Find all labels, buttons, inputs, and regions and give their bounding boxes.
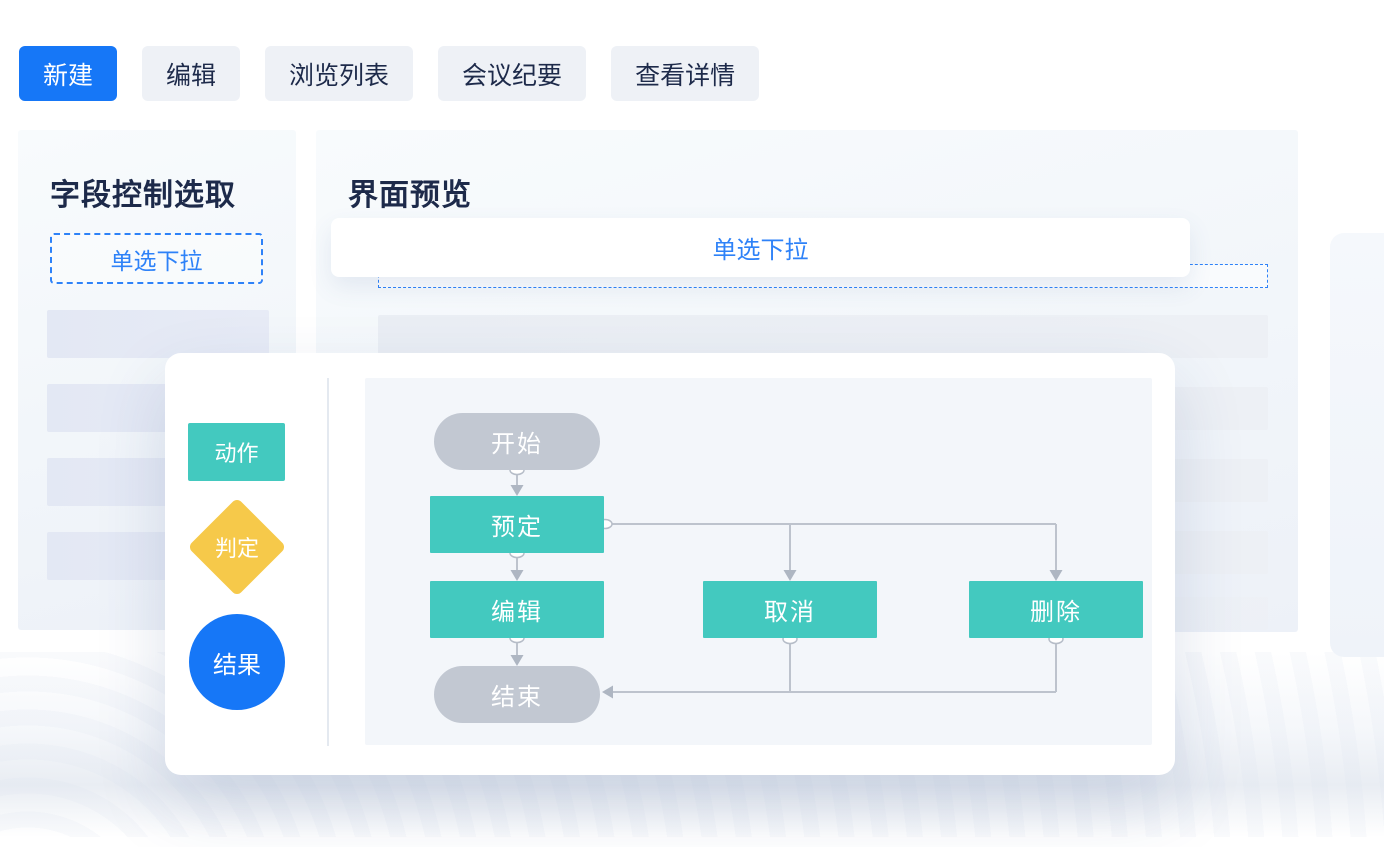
legend-action-shape[interactable]: 动作 — [188, 423, 285, 481]
flow-node-cancel[interactable]: 取消 — [703, 581, 877, 638]
legend-action-label: 动作 — [214, 441, 259, 466]
legend-decision-shape[interactable]: 判定 — [187, 497, 287, 597]
flow-node-reserve[interactable]: 预定 — [430, 496, 604, 553]
flow-node-end[interactable]: 结束 — [434, 666, 600, 723]
field-picker-title: 字段控制选取 — [50, 179, 236, 212]
legend-result-shape[interactable]: 结果 — [189, 614, 285, 710]
tab-new[interactable]: 新建 — [19, 46, 118, 101]
view-tabs: 新建 编辑 浏览列表 会议纪要 查看详情 — [19, 46, 760, 101]
legend-result-label: 结果 — [213, 651, 261, 679]
placeholder-bar — [378, 315, 1268, 358]
workflow-card: 动作 判定 结果 — [165, 353, 1175, 775]
placeholder-bar — [47, 310, 269, 358]
flow-node-edit[interactable]: 编辑 — [430, 581, 604, 638]
field-chip-single-select[interactable]: 单选下拉 — [50, 233, 263, 284]
preview-title: 界面预览 — [348, 179, 472, 212]
right-backdrop-card — [1330, 233, 1384, 657]
legend-decision-label: 判定 — [214, 535, 260, 561]
tab-view-details[interactable]: 查看详情 — [611, 46, 760, 101]
flow-canvas: 开始 预定 编辑 取消 删除 结束 — [365, 378, 1152, 745]
flow-node-start[interactable]: 开始 — [434, 413, 600, 470]
tab-edit[interactable]: 编辑 — [142, 46, 241, 101]
single-select-dropdown[interactable]: 单选下拉 — [331, 218, 1190, 277]
tab-browse-list[interactable]: 浏览列表 — [265, 46, 414, 101]
legend-divider — [327, 378, 329, 746]
tab-meeting-minutes[interactable]: 会议纪要 — [438, 46, 587, 101]
flow-node-remove[interactable]: 删除 — [969, 581, 1143, 638]
